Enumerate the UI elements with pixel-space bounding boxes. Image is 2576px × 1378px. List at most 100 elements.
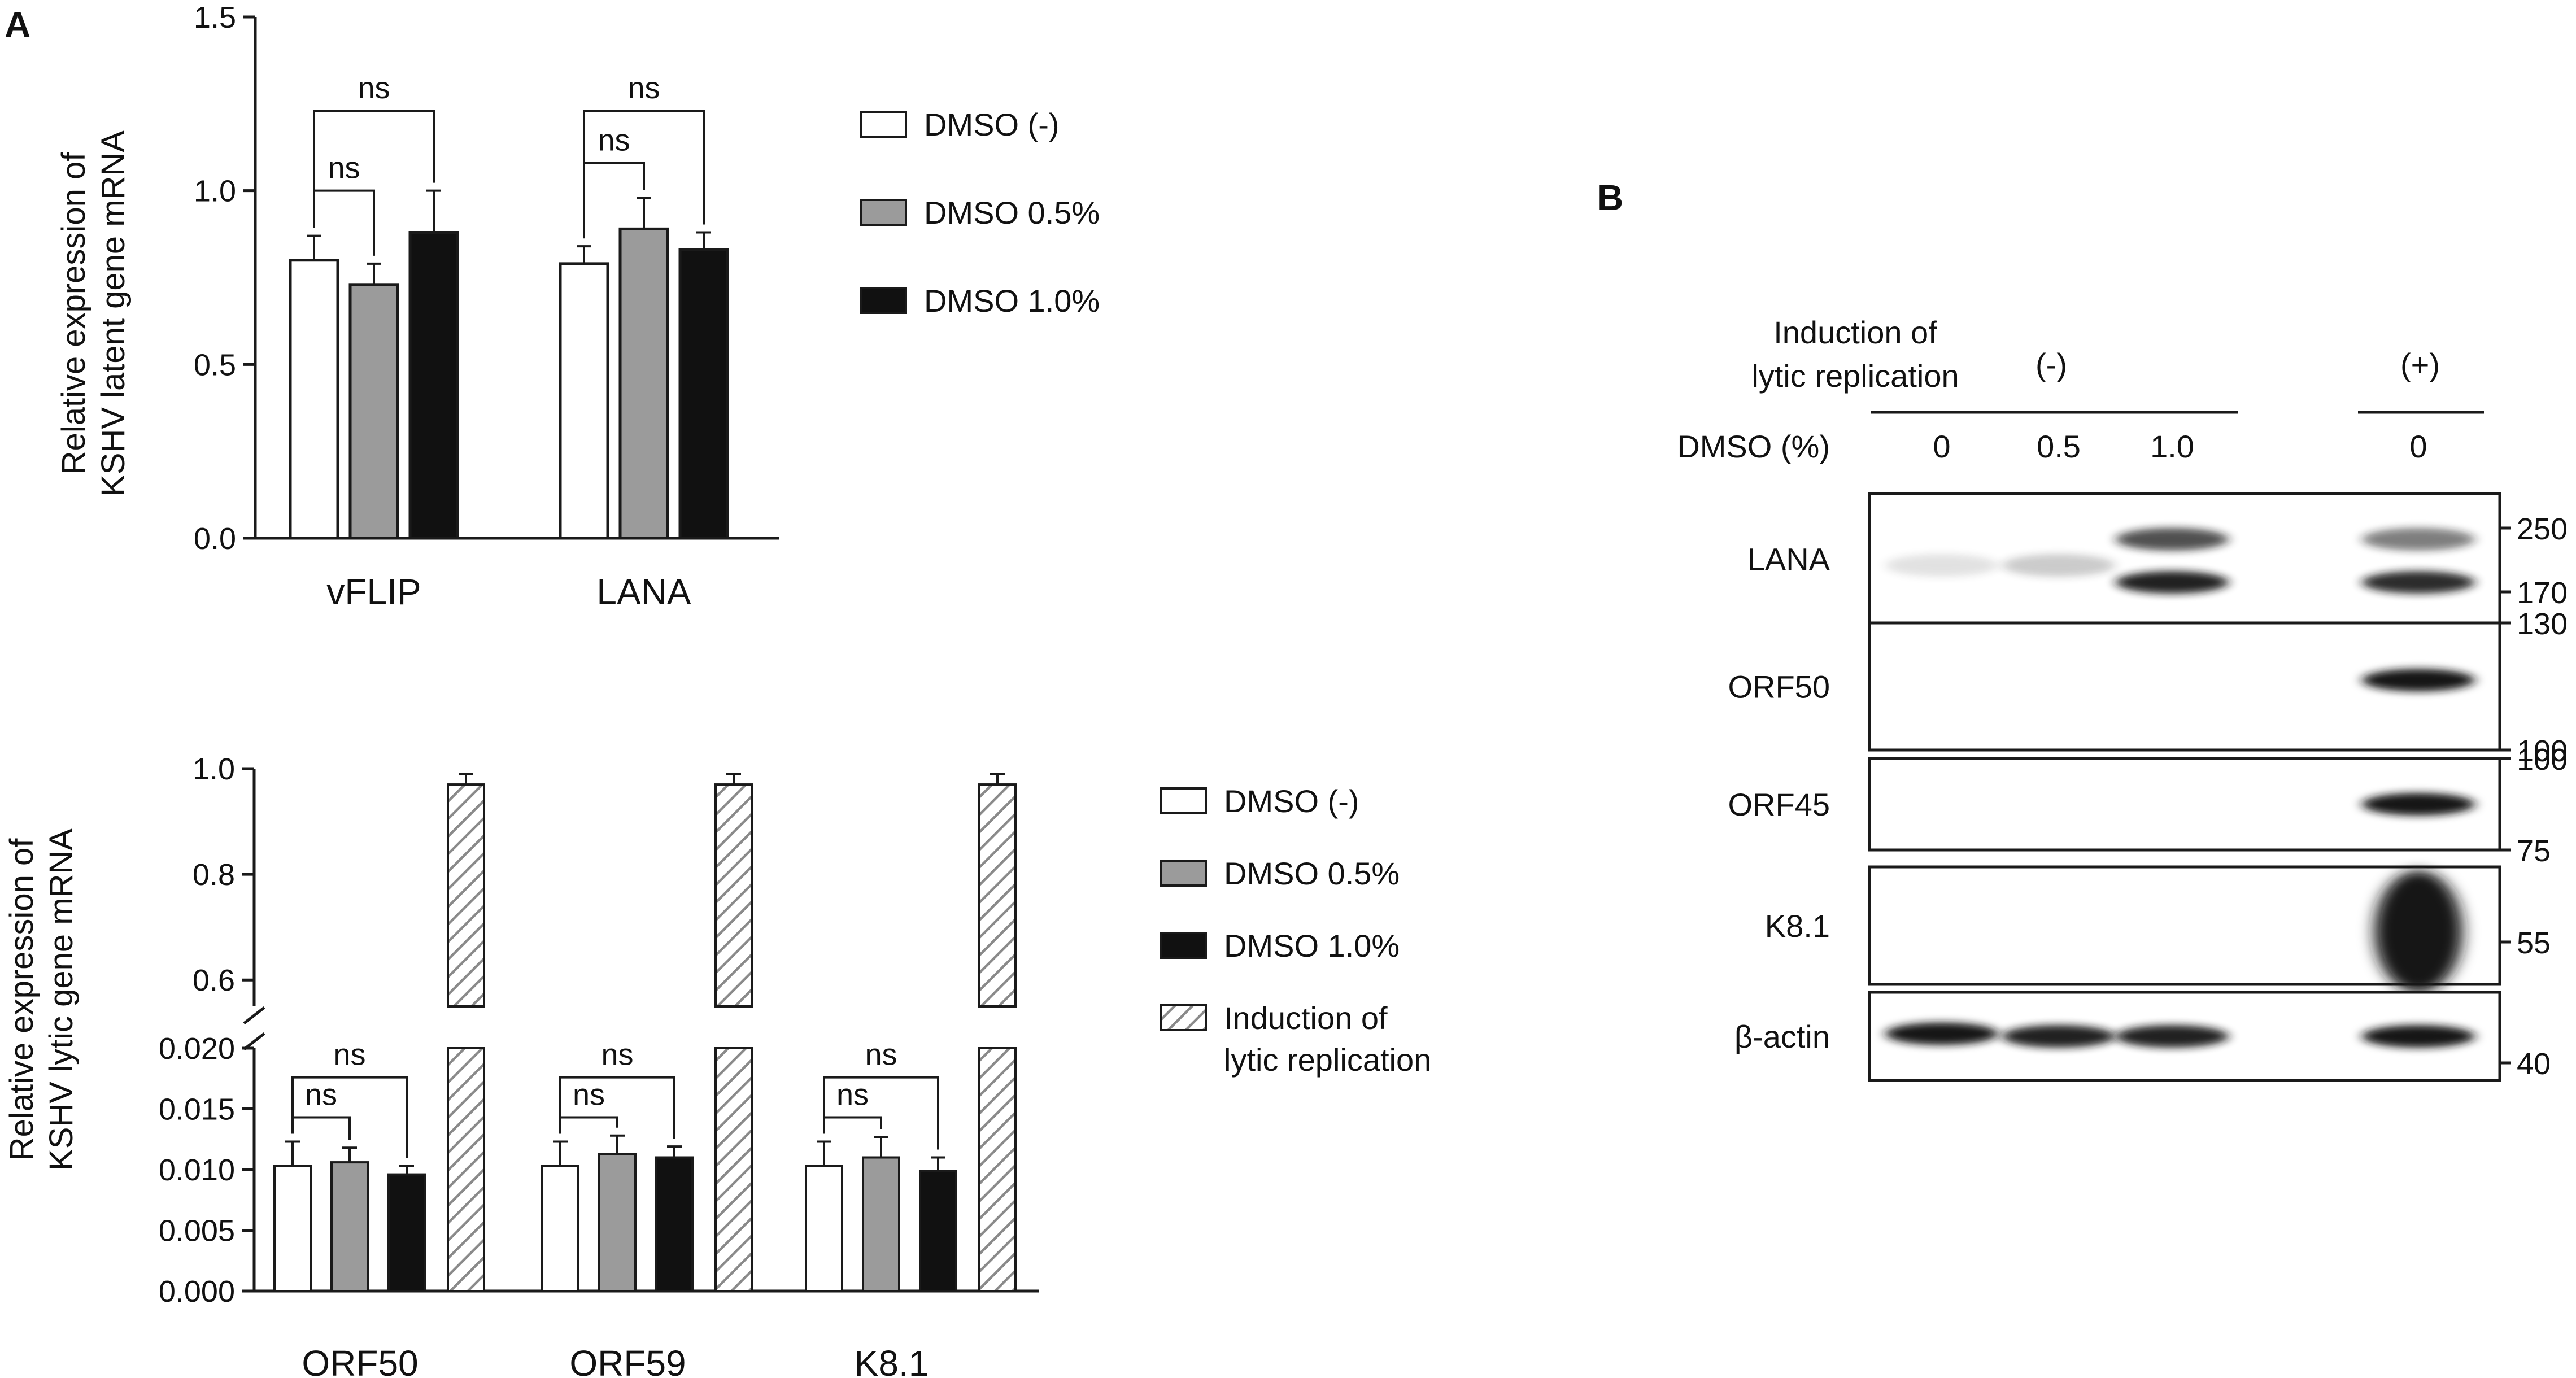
lytic-bracket-0 [291, 1116, 351, 1140]
lytic-legend-swatch-0 [1160, 787, 1207, 814]
blot-marker-label-0-1: 170 [2517, 576, 2568, 610]
latent-legend-swatch-2 [860, 287, 907, 314]
lytic-bracket-label-3: ns [601, 1038, 633, 1072]
lytic-bracket-label-2: ns [573, 1078, 605, 1112]
lytic-bar-K8.1-3-upper [978, 783, 1017, 1008]
lytic-x-tick-label-0: ORF50 [302, 1343, 418, 1378]
lytic-bracket-label-5: ns [865, 1038, 897, 1072]
lytic-legend-label-3: Induction of [1224, 1000, 1388, 1036]
latent-bar-vFLIP-0 [289, 259, 339, 540]
lytic-bar-ORF59-2 [655, 1156, 694, 1292]
blot-row-label-3: K8.1 [1765, 908, 1830, 944]
lytic-y-tick-label-upper-1: 0.8 [193, 858, 235, 892]
lytic-x-tick-label-1: ORF59 [569, 1343, 686, 1378]
lytic-y-tick-label-lower-0: 0.000 [159, 1275, 235, 1309]
lytic-bracket-5 [823, 1076, 939, 1150]
lytic-bar-ORF50-1 [330, 1161, 369, 1293]
lane-label-0: 0 [1933, 429, 1950, 464]
panel-label-b: B [1597, 177, 1623, 218]
latent-bracket-0 [313, 189, 375, 256]
lytic-bar-K8.1-3-lower [978, 1047, 1017, 1292]
lytic-bar-ORF50-2 [387, 1173, 426, 1293]
latent-bracket-label-2: ns [598, 123, 630, 157]
latent-legend-swatch-1 [860, 199, 907, 226]
latent-y-axis-label-line-1: Relative expression of [55, 152, 92, 475]
blot-marker-label-4-0: 40 [2517, 1047, 2551, 1081]
blot-band-1-0 [2362, 669, 2475, 692]
latent-legend-label-2: DMSO 1.0% [924, 283, 1100, 319]
latent-y-tick-label-0: 0.0 [194, 522, 236, 556]
blot-row-label-0: LANA [1747, 542, 1830, 577]
latent-legend-swatch-0 [860, 111, 907, 138]
blot-marker-label-2-1: 75 [2517, 834, 2551, 868]
latent-bracket-2 [583, 162, 645, 239]
latent-bracket-label-3: ns [627, 71, 660, 105]
latent-bracket-label-1: ns [358, 71, 390, 105]
lytic-legend-label-1: DMSO 0.5% [1224, 856, 1400, 891]
lytic-bracket-2 [559, 1116, 618, 1134]
lytic-y-axis-label: Relative expression of KSHV lytic gene m… [3, 828, 80, 1171]
latent-bar-LANA-1 [618, 227, 669, 540]
lytic-x-tick-label-2: K8.1 [855, 1343, 929, 1378]
latent-y-tick-label-3: 1.5 [194, 1, 236, 34]
panel-label-a: A [5, 5, 30, 45]
lytic-bar-ORF50-3-lower [447, 1047, 485, 1292]
blot-marker-label-3-0: 55 [2517, 926, 2551, 960]
lytic-bracket-label-4: ns [836, 1078, 869, 1112]
blot-band-4-1 [2002, 1025, 2115, 1048]
lytic-bracket-1 [291, 1076, 408, 1158]
latent-x-tick-label-1: LANA [596, 572, 691, 612]
lytic-bracket-label-1: ns [333, 1038, 365, 1072]
latent-legend: DMSO (-) DMSO 0.5% DMSO 1.0% [860, 107, 1100, 319]
lytic-bar-K8.1-1 [862, 1156, 900, 1292]
lane-label-3: 0 [2409, 429, 2427, 464]
lytic-y-axis-label-line-2: KSHV lytic gene mRNA [43, 828, 80, 1171]
blot-band-0-1 [2002, 554, 2115, 577]
latent-bar-LANA-2 [678, 248, 729, 540]
blot-band-0-5 [2362, 571, 2475, 594]
latent-bar-LANA-0 [559, 262, 609, 540]
latent-y-axis-label: Relative expression of KSHV latent gene … [55, 130, 132, 496]
latent-y-tick-label-2: 1.0 [194, 175, 236, 208]
lane-label-1: 0.5 [2037, 429, 2081, 464]
lytic-bar-ORF59-3-upper [714, 783, 753, 1008]
lytic-bar-K8.1-2 [919, 1170, 957, 1292]
induction-label-line-2: lytic replication [1751, 358, 1959, 394]
latent-legend-label-0: DMSO (-) [924, 107, 1060, 142]
lytic-y-tick-label-lower-1: 0.005 [159, 1214, 235, 1248]
latent-gene-chart: Relative expression of KSHV latent gene … [55, 1, 1100, 612]
lytic-bracket-4 [823, 1116, 882, 1134]
lytic-bracket-3 [559, 1076, 675, 1139]
latent-bar-vFLIP-1 [348, 283, 399, 540]
blot-marker-label-1-0: 130 [2517, 607, 2568, 641]
lytic-axis-break-mark-2 [243, 1032, 265, 1050]
lytic-bar-ORF50-3-upper [447, 783, 485, 1008]
lytic-axis-break-mark-1 [243, 1006, 265, 1024]
western-blot: Induction of lytic replication (-) (+) D… [1677, 315, 2568, 1082]
lytic-y-tick-label-lower-3: 0.015 [159, 1093, 235, 1127]
blot-band-3-0 [2374, 870, 2462, 993]
blot-band-0-4 [2362, 527, 2475, 551]
lytic-legend-label-3-line2: lytic replication [1224, 1042, 1431, 1078]
latent-bracket-3 [583, 110, 705, 239]
latent-y-tick-label-1: 0.5 [194, 348, 236, 382]
blot-marker-label-1-1: 100 [2517, 734, 2568, 768]
latent-x-tick-label-0: vFLIP [326, 572, 421, 612]
blot-row-label-2: ORF45 [1728, 787, 1830, 822]
blot-row-K8.1: K8.1 55 [1765, 865, 2551, 993]
group-label-plus: (+) [2400, 347, 2440, 382]
blot-band-2-0 [2362, 793, 2475, 816]
blot-band-0-3 [2116, 571, 2229, 594]
lytic-legend-label-0: DMSO (-) [1224, 783, 1359, 819]
latent-bracket-label-0: ns [328, 151, 360, 185]
blot-band-4-2 [2116, 1025, 2229, 1048]
latent-legend-label-1: DMSO 0.5% [924, 195, 1100, 230]
lytic-bar-ORF59-1 [598, 1153, 637, 1293]
lytic-bar-ORF59-0 [541, 1165, 579, 1293]
latent-y-axis-label-line-2: KSHV latent gene mRNA [95, 130, 132, 496]
lytic-legend-swatch-2 [1160, 932, 1207, 959]
